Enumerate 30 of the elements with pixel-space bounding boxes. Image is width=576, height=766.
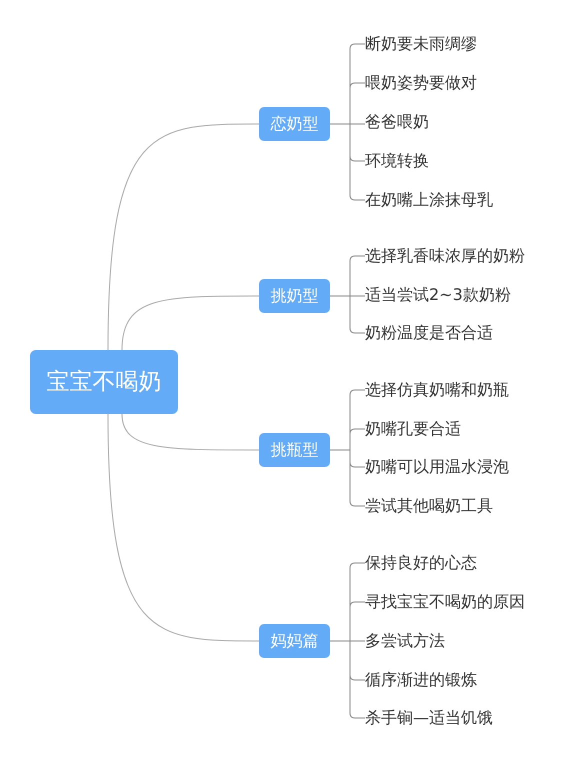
main-topic-box: 挑奶型	[259, 279, 330, 313]
topic-text: 选择乳香味浓厚的奶粉	[365, 245, 550, 267]
topic-text: 奶嘴孔要合适	[365, 418, 550, 440]
topic-text: 奶粉温度是否合适	[365, 322, 550, 344]
topic-text: 喂奶姿势要做对	[365, 72, 550, 94]
topic-text: 循序渐进的锻炼	[365, 669, 550, 691]
connector-line	[330, 296, 366, 334]
topic-text: 寻找宝宝不喝奶的原因	[365, 591, 550, 613]
topic-text: 断奶要未雨绸缪	[365, 33, 550, 55]
central-topic-box: 宝宝不喝奶	[30, 350, 178, 414]
topic-text: 保持良好的心态	[365, 552, 550, 574]
topic-text: 适当尝试2~3款奶粉	[365, 284, 550, 306]
topic-text: 奶嘴可以用温水浸泡	[365, 456, 550, 478]
main-topic-box: 挑瓶型	[259, 433, 330, 467]
connector-line	[330, 450, 366, 506]
topic-text: 尝试其他喝奶工具	[365, 495, 550, 517]
main-topic-box: 恋奶型	[259, 107, 330, 141]
connector-line	[108, 414, 260, 642]
topic-text: 杀手锏—适当饥饿	[365, 707, 550, 729]
main-topic-box: 妈妈篇	[259, 624, 330, 658]
topic-text: 选择仿真奶嘴和奶瓶	[365, 379, 550, 401]
topic-text: 多尝试方法	[365, 630, 550, 652]
connector-line	[108, 124, 260, 350]
connector-line	[330, 124, 366, 200]
connector-line	[122, 296, 260, 350]
connector-line	[122, 414, 260, 450]
topic-text: 环境转换	[365, 150, 550, 172]
connector-line	[330, 640, 366, 718]
topic-text: 在奶嘴上涂抹母乳	[365, 189, 550, 211]
topic-text: 爸爸喂奶	[365, 111, 550, 133]
